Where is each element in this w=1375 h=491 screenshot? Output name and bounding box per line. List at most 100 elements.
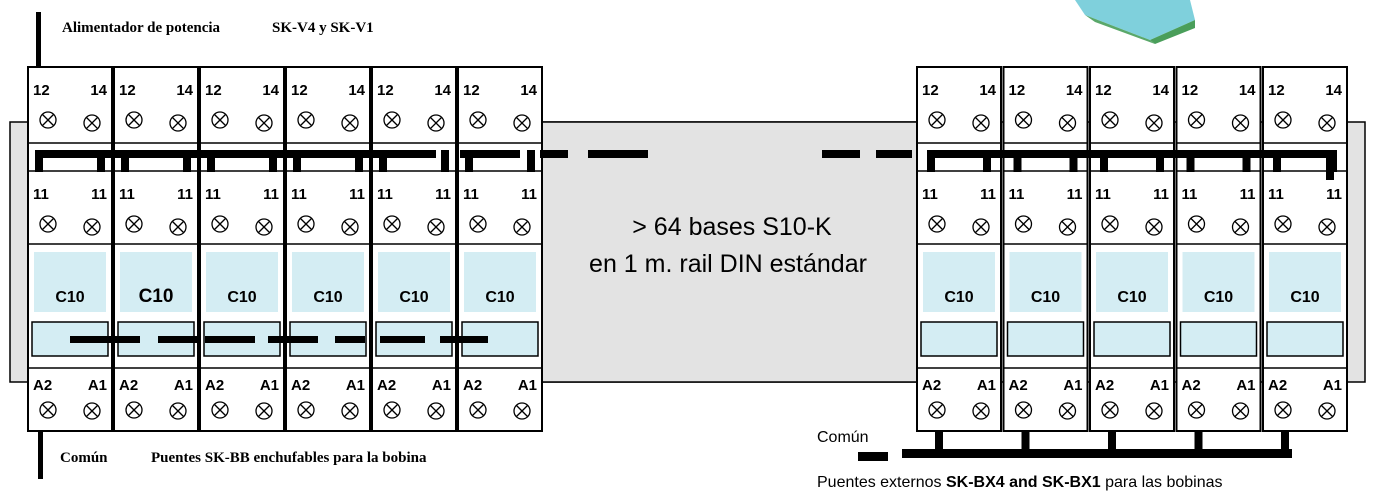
terminal-label-middle: 11 bbox=[205, 186, 221, 203]
terminal-screw-icon bbox=[1318, 114, 1336, 132]
terminal-label-top: 14 bbox=[434, 82, 451, 99]
terminal-screw-icon bbox=[211, 111, 229, 129]
bridge-pin bbox=[1156, 150, 1164, 172]
terminal-screw-icon bbox=[341, 114, 359, 132]
bridges-right-label: Puentes externos SK-BX4 and SK-BX1 para … bbox=[817, 474, 1223, 491]
bridge-pin bbox=[935, 430, 943, 452]
terminal-label-middle: 11 bbox=[1268, 186, 1284, 203]
coil-window bbox=[1093, 321, 1171, 357]
terminal-screw-icon bbox=[297, 215, 315, 233]
terminal-label-bottom: A2 bbox=[119, 377, 138, 394]
terminal-screw-icon bbox=[83, 402, 101, 420]
terminal-label-top: 14 bbox=[1152, 82, 1169, 99]
terminal-screw-icon bbox=[1274, 215, 1292, 233]
terminal-label-top: 12 bbox=[377, 82, 394, 99]
terminal-label-top: 12 bbox=[205, 82, 222, 99]
terminal-screw-icon bbox=[383, 401, 401, 419]
terminal-label-middle: 11 bbox=[1095, 186, 1111, 203]
terminal-label-top: 12 bbox=[1095, 82, 1112, 99]
terminal-label-top: 14 bbox=[1239, 82, 1256, 99]
terminal-screw-icon bbox=[1187, 401, 1206, 419]
terminal-screw-icon bbox=[1058, 114, 1077, 132]
common-leader-bar bbox=[38, 431, 43, 479]
din-rail-inner bbox=[539, 121, 918, 383]
coil-window bbox=[1179, 321, 1258, 357]
terminal-label-middle: 11 bbox=[435, 186, 451, 203]
terminal-label-bottom: A2 bbox=[1268, 377, 1287, 394]
terminal-screw-icon bbox=[1101, 111, 1119, 129]
bridge-pin bbox=[1069, 150, 1078, 172]
bridges-left-label: Puentes SK-BB enchufables para la bobina bbox=[151, 450, 427, 466]
terminal-label-bottom: A2 bbox=[463, 377, 482, 394]
terminal-label-middle: 11 bbox=[1153, 186, 1169, 203]
terminal-screw-icon bbox=[972, 114, 990, 132]
terminal-screw-icon bbox=[383, 111, 401, 129]
terminal-screw-icon bbox=[39, 401, 57, 419]
terminal-screw-icon bbox=[1318, 402, 1336, 420]
terminal-screw-icon bbox=[469, 215, 487, 233]
label-panel bbox=[292, 252, 364, 312]
terminal-screw-icon bbox=[255, 218, 273, 236]
terminal-label-middle: 11 bbox=[980, 186, 996, 203]
terminal-label-top: 14 bbox=[262, 82, 279, 99]
terminal-label-top: 12 bbox=[1009, 82, 1026, 99]
terminal-label-top: 14 bbox=[1066, 82, 1083, 99]
terminal-label-middle: 11 bbox=[1240, 186, 1256, 203]
power-bridge-pins bbox=[35, 150, 1337, 180]
terminal-label-top: 14 bbox=[348, 82, 365, 99]
terminal-label-bottom: A1 bbox=[1236, 377, 1255, 394]
terminal-label-bottom: A1 bbox=[1150, 377, 1169, 394]
terminal-screw-icon bbox=[1274, 401, 1292, 419]
label-panel bbox=[923, 252, 995, 312]
terminal-screw-icon bbox=[1014, 215, 1033, 233]
terminal-screw-icon bbox=[1058, 402, 1077, 420]
terminal-screw-icon bbox=[297, 111, 315, 129]
module-label: C10 bbox=[139, 286, 174, 307]
module-label: C10 bbox=[485, 289, 514, 306]
terminal-label-bottom: A2 bbox=[205, 377, 224, 394]
bridge-pin bbox=[379, 150, 387, 172]
terminal-screw-icon bbox=[169, 218, 187, 236]
terminal-label-bottom: A2 bbox=[1095, 377, 1114, 394]
terminal-screw-icon bbox=[1318, 218, 1336, 236]
terminal-label-top: 14 bbox=[520, 82, 537, 99]
terminal-label-middle: 11 bbox=[1067, 186, 1083, 203]
module-label: C10 bbox=[399, 289, 428, 306]
bridges-right-models: SK-BX4 and SK-BX1 bbox=[946, 474, 1101, 491]
terminal-screw-icon bbox=[1187, 111, 1206, 129]
terminal-screw-icon bbox=[972, 402, 990, 420]
coil-bridge-left bbox=[70, 336, 488, 343]
common-left-label: Común bbox=[60, 450, 108, 466]
module-label: C10 bbox=[1031, 289, 1060, 306]
terminal-label-top: 14 bbox=[1325, 82, 1342, 99]
terminal-screw-icon bbox=[1145, 218, 1163, 236]
terminal-label-bottom: A1 bbox=[346, 377, 365, 394]
terminal-screw-icon bbox=[928, 215, 946, 233]
terminal-label-middle: 11 bbox=[291, 186, 307, 203]
terminal-label-middle: 11 bbox=[463, 186, 479, 203]
terminal-label-bottom: A1 bbox=[260, 377, 279, 394]
label-panel bbox=[464, 252, 536, 312]
bridge-pin bbox=[1100, 150, 1108, 172]
terminal-label-bottom: A1 bbox=[518, 377, 537, 394]
terminal-label-middle: 11 bbox=[91, 186, 107, 203]
center-line-1: > 64 bases S10-K bbox=[632, 213, 832, 241]
module-label: C10 bbox=[1117, 289, 1146, 306]
terminal-screw-icon bbox=[83, 218, 101, 236]
terminal-label-top: 12 bbox=[1182, 82, 1199, 99]
terminal-screw-icon bbox=[928, 111, 946, 129]
terminal-label-middle: 11 bbox=[521, 186, 537, 203]
terminal-label-bottom: A1 bbox=[1323, 377, 1342, 394]
label-panel bbox=[1269, 252, 1341, 312]
bridge-pin bbox=[1326, 150, 1334, 180]
bridge-pin bbox=[927, 150, 935, 172]
terminal-screw-icon bbox=[1014, 111, 1033, 129]
terminal-screw-icon bbox=[1101, 215, 1119, 233]
supply-models: SK-V4 y SK-V1 bbox=[272, 20, 374, 36]
terminal-screw-icon bbox=[513, 218, 531, 236]
terminal-label-bottom: A2 bbox=[291, 377, 310, 394]
terminal-screw-icon bbox=[169, 402, 187, 420]
terminal-label-middle: 11 bbox=[1009, 186, 1025, 203]
